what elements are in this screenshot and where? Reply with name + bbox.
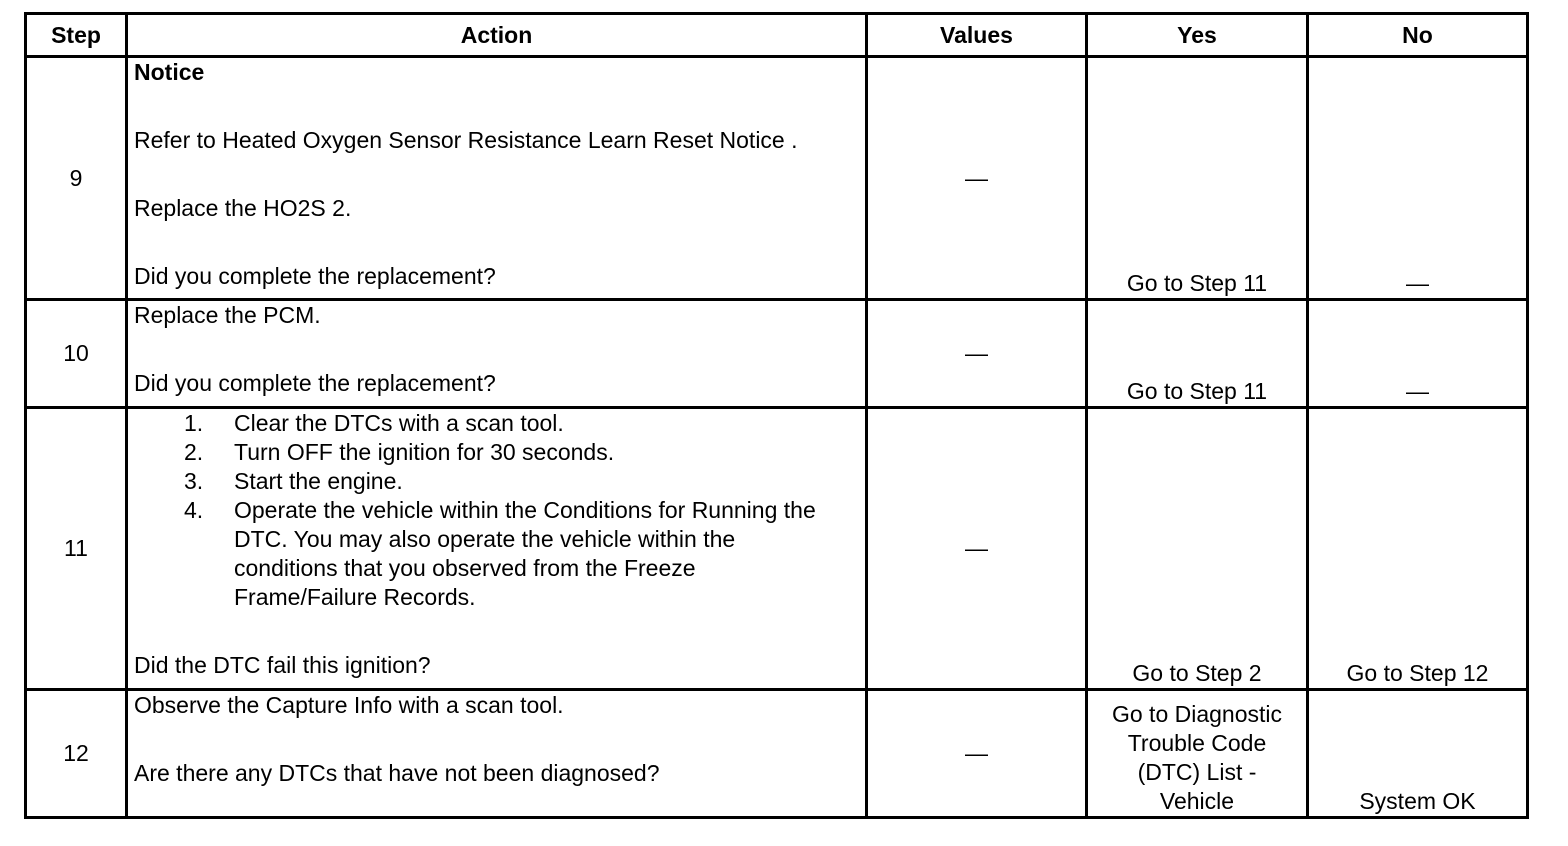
table-row-step-12: 12 Observe the Capture Info with a scan … xyxy=(24,688,1529,819)
notice-text: Refer to Heated Oxygen Sensor Resistance… xyxy=(134,127,798,153)
instruction-text: Replace the PCM. xyxy=(134,302,321,329)
yes-cell: Go to Step 2 xyxy=(1085,406,1309,691)
no-cell: — xyxy=(1306,55,1529,301)
action-cell: Replace the PCM. Did you complete the re… xyxy=(125,298,868,409)
yes-cell: Go to Step 11 xyxy=(1085,298,1309,409)
values-cell: — xyxy=(865,298,1088,409)
values-dash: — xyxy=(965,164,988,191)
substep-text: Operate the vehicle within the Condition… xyxy=(234,497,816,610)
list-item: 3. Start the engine. xyxy=(134,467,859,496)
substep-number: 2. xyxy=(184,439,204,465)
question-text: Are there any DTCs that have not been di… xyxy=(134,760,660,786)
substep-list: 1. Clear the DTCs with a scan tool. 2. T… xyxy=(134,410,859,613)
question-text: Did you complete the replacement? xyxy=(134,370,496,396)
no-cell: — xyxy=(1306,298,1529,409)
values-dash: — xyxy=(965,740,988,766)
question-text: Did the DTC fail this ignition? xyxy=(134,652,431,678)
step-number: 11 xyxy=(24,406,128,691)
header-yes: Yes xyxy=(1085,12,1309,58)
no-cell: System OK xyxy=(1306,688,1529,819)
step-number: 9 xyxy=(24,55,128,301)
action-cell: 1. Clear the DTCs with a scan tool. 2. T… xyxy=(125,406,868,691)
substep-number: 1. xyxy=(184,410,204,437)
step-number: 12 xyxy=(24,688,128,819)
header-values: Values xyxy=(865,12,1088,58)
action-cell: Notice Refer to Heated Oxygen Sensor Res… xyxy=(125,55,868,301)
values-dash: — xyxy=(965,535,988,561)
substep-text: Turn OFF the ignition for 30 seconds. xyxy=(234,439,615,465)
table-row-step-9: 9 Notice Refer to Heated Oxygen Sensor R… xyxy=(24,55,1529,301)
list-item: 4. Operate the vehicle within the Condit… xyxy=(134,496,859,612)
instruction-text: Observe the Capture Info with a scan too… xyxy=(134,692,564,719)
question-text: Did you complete the replacement? xyxy=(134,263,496,289)
instruction-text: Replace the HO2S 2. xyxy=(134,195,352,221)
header-action: Action xyxy=(125,12,868,58)
values-cell: — xyxy=(865,688,1088,819)
header-no: No xyxy=(1306,12,1529,58)
values-cell: — xyxy=(865,406,1088,691)
step-number: 10 xyxy=(24,298,128,409)
substep-number: 3. xyxy=(184,468,204,494)
no-cell: Go to Step 12 xyxy=(1306,406,1529,691)
action-cell: Observe the Capture Info with a scan too… xyxy=(125,688,868,819)
yes-cell: Go to Diagnostic Trouble Code (DTC) List… xyxy=(1085,688,1309,819)
values-cell: — xyxy=(865,55,1088,301)
substep-text: Start the engine. xyxy=(234,468,403,494)
notice-title: Notice xyxy=(134,59,205,86)
header-row: Step Action Values Yes No xyxy=(24,12,1529,58)
values-dash: — xyxy=(965,340,988,366)
list-item: 2. Turn OFF the ignition for 30 seconds. xyxy=(134,438,859,467)
list-item: 1. Clear the DTCs with a scan tool. xyxy=(134,410,859,439)
header-step: Step xyxy=(24,12,128,58)
diagnostic-steps-table: Step Action Values Yes No 9 Notice Refer… xyxy=(24,12,1529,819)
substep-text: Clear the DTCs with a scan tool. xyxy=(234,410,564,437)
yes-cell: Go to Step 11 xyxy=(1085,55,1309,301)
table-row-step-10: 10 Replace the PCM. Did you complete the… xyxy=(24,298,1529,409)
substep-number: 4. xyxy=(184,497,204,523)
table-row-step-11: 11 1. Clear the DTCs with a scan tool. 2… xyxy=(24,406,1529,691)
